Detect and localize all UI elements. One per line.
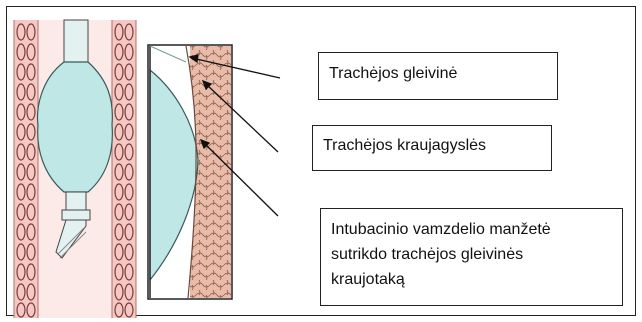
label-vessels-text: Trachėjos kraujagyslės (323, 137, 486, 154)
cuff-balloon (38, 62, 113, 192)
label-cuff-line-3: kraujotaką (331, 267, 622, 292)
label-mucosa-text: Trachėjos gleivinė (329, 65, 457, 82)
tube-shaft-bottom (66, 192, 86, 210)
label-vessels: Trachėjos kraujagyslės (312, 125, 552, 171)
label-cuff-line-2: sutrikdo trachėjos gleivinės (331, 242, 622, 267)
magnified-inset (148, 45, 232, 299)
label-mucosa: Trachėjos gleivinė (318, 52, 558, 100)
tube-ring (62, 210, 90, 220)
label-cuff-line-1: Intubacinio vamzdelio manžetė (331, 217, 622, 242)
label-cuff: Intubacinio vamzdelio manžetė sutrikdo t… (320, 208, 623, 306)
trachea-tube-illustration (14, 20, 136, 318)
tube-shaft-top (64, 20, 88, 62)
